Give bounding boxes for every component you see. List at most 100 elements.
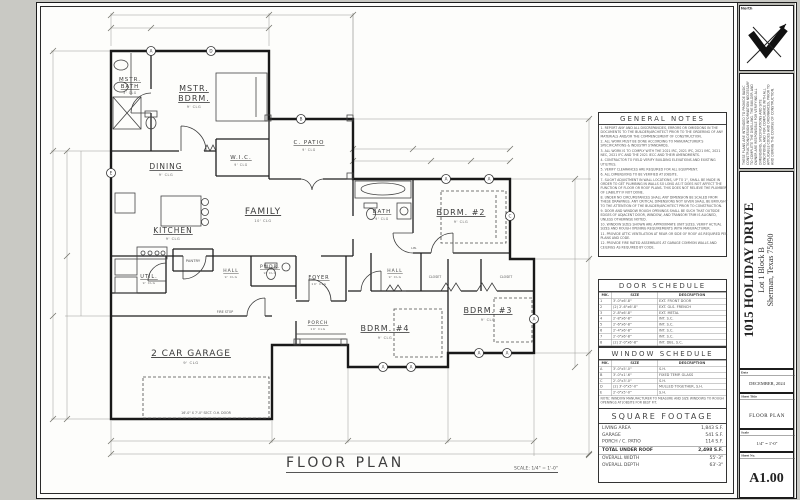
scale-value: 1/4" = 1'-0" [755, 441, 778, 446]
window-mark: D [209, 49, 212, 54]
room-label-c-patio: C. PATIO [294, 140, 325, 146]
room-clg: 10' CLG [254, 219, 271, 223]
room-clg: 9' CLG [143, 281, 156, 285]
drawing-frame-border [40, 6, 734, 494]
room-clg: 10' CLG [310, 327, 325, 331]
general-note: 4. CONTRACTOR TO FIELD VERIFY BUILDING E… [600, 158, 716, 167]
general-note: 11. PROVIDE ATTIC VENTILATION AT REAR OR… [600, 231, 728, 240]
general-note: 12. PROVIDE FIRE RATED ASSEMBLIES AT GAR… [600, 241, 717, 250]
room-clg: 10' CLG [311, 282, 326, 286]
date-value: DECEMBER, 2024 [748, 381, 785, 386]
general-note: 1. REPORT ANY AND ALL DISCREPANCIES, ERR… [600, 126, 723, 139]
room-label-mstr-bdrm: MSTR. [179, 84, 209, 93]
north-arrow-box: North [739, 5, 794, 71]
project-lot-block: Lot 1 Block B [756, 247, 766, 293]
room-labels: MSTR. BATH 9' CLG MSTR. BDRM. 9' CLG W.I… [119, 77, 512, 415]
general-notes-title: GENERAL NOTES [599, 113, 726, 125]
general-note: 5. VERIFY CLEARANCES ARE REQUIRED FOR AL… [600, 167, 698, 172]
sheet-title-value: FLOOR PLAN [748, 413, 785, 419]
general-note: 7. SLIGHT ADJUSTMENT IN WALL LOCATIONS, … [600, 177, 727, 195]
closet-label: CLOSET [429, 275, 441, 279]
room-label-util: UTIL. [140, 274, 158, 280]
room-clg: 9' CLG [166, 237, 180, 241]
room-clg: 9' CLG [454, 220, 468, 224]
project-address: 1015 HOLIDAY DRIVE [740, 202, 756, 338]
room-label-dining: DINING [149, 162, 182, 171]
room-label-hall2: HALL [387, 268, 402, 274]
general-note: 8. UNDER NO CIRCUMSTANCES SHALL ANY DIME… [600, 195, 728, 208]
room-label-pantry: PANTRY [186, 258, 201, 263]
general-notes-box: GENERAL NOTES 1. REPORT ANY AND ALL DISC… [598, 112, 727, 257]
window-mark: A [478, 351, 481, 356]
room-label-bdrm4: BDRM. #4 [361, 324, 410, 333]
square-footage-title: SQUARE FOOTAGE [599, 409, 726, 424]
divider [599, 454, 726, 455]
room-clg: 9' CLG [481, 318, 495, 322]
room-label-mstr-bath2: BATH [121, 84, 140, 90]
general-note: 10. WINDOW SIZES SHOWN ARE APPROXIMATE U… [600, 222, 722, 231]
room-label-bdrm3: BDRM. #3 [464, 306, 513, 315]
room-label-hall: HALL [223, 268, 238, 274]
north-arrow-icon [746, 23, 788, 64]
room-clg: 9' CLG [389, 275, 402, 279]
floor-plan-drawing: A D B A A C A A A A A E MSTR. BATH 9' CL… [49, 11, 593, 459]
room-label-mstr-bath: MSTR. [119, 77, 141, 83]
window-mark: B [300, 117, 303, 122]
room-label-porch: PORCH [308, 320, 329, 326]
room-label-foyer: FOYER [308, 275, 329, 281]
garage-door-note: 16'-0" X 7'-0" SECT. O.H. DOOR [181, 411, 231, 415]
room-clg: 9' CLG [159, 173, 173, 177]
sheet-title-box: Sheet Title FLOOR PLAN [739, 393, 795, 429]
window-mark: A [382, 365, 385, 370]
north-label: North [740, 6, 753, 11]
sheet-number-label: Sheet No. [740, 453, 795, 459]
plan-title-bar: FLOOR PLAN SCALE: 1/4" = 1'-0" [286, 455, 558, 473]
room-clg: 9' CLG [378, 336, 392, 340]
exterior-walls [109, 49, 536, 421]
room-label-wic: W.I.C. [230, 155, 252, 161]
room-label-garage: 2 CAR GARAGE [151, 349, 231, 359]
project-city-state: Sherman, Texas 75090 [765, 233, 775, 307]
linen-label: LIN. [411, 246, 417, 250]
room-label-bath2: BATH [373, 209, 392, 215]
interior-walls [111, 51, 534, 353]
disclaimer-box: THESE PLANS ARE INTENDED TO PROVIDE BASI… [739, 73, 794, 169]
window-markers: A D B A A C A A A A A E [106, 46, 539, 372]
room-clg: 9' CLG [225, 275, 238, 279]
room-clg: 9' CLG [302, 148, 315, 152]
divider [599, 445, 726, 447]
title-block-column: North THESE PLANS ARE INTENDED TO PROVID… [737, 3, 795, 498]
window-mark: A [488, 177, 491, 182]
sheet-number-box: Sheet No. A1.00 [739, 452, 795, 498]
door-schedule-title: DOOR SCHEDULE [599, 280, 726, 292]
fixtures [112, 53, 412, 346]
window-schedule-title: WINDOW SCHEDULE [599, 348, 726, 360]
window-mark: A [150, 49, 153, 54]
room-clg: 9' CLG [234, 163, 247, 167]
closet-label: CLOSET [500, 275, 512, 279]
window-schedule-note: NOTE: WINDOW MANUFACTURER TO MEASURE AND… [600, 397, 724, 405]
plan-title: FLOOR PLAN [286, 455, 405, 471]
room-label-kitchen: KITCHEN [153, 226, 193, 235]
general-note: 9. DOOR AND WINDOW ROUGH OPENINGS SHALL … [600, 208, 720, 222]
